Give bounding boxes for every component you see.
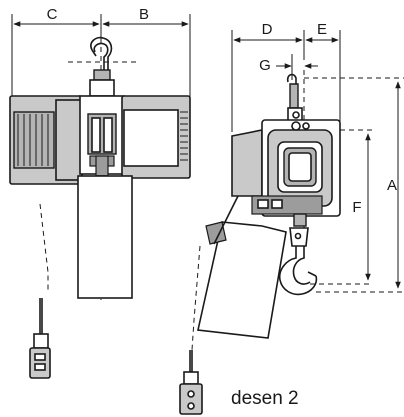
dimension-label-b: B (139, 6, 149, 23)
dimension-g: G (259, 54, 318, 80)
side-bag-strap (205, 221, 227, 245)
bottom-hook (278, 213, 318, 296)
brake-fins (180, 111, 188, 161)
dimension-label-e: E (317, 21, 327, 38)
side-chain-bag (197, 221, 287, 339)
side-pendant-control (179, 371, 203, 415)
dimension-label-f: F (352, 199, 361, 216)
side-view: D E G A F (179, 21, 404, 415)
drawing-caption: desen 2 (231, 388, 299, 409)
pendant-cable (39, 203, 49, 334)
side-pendant-cable (189, 245, 201, 372)
chain-bag (77, 175, 133, 299)
dimension-a: A (304, 77, 404, 293)
dimension-label-a: A (387, 177, 397, 194)
side-housing (231, 119, 341, 217)
dimension-d-e: D E (231, 21, 341, 132)
front-view: C B (9, 6, 191, 379)
side-bag-hanger (213, 195, 239, 245)
dimension-label-d: D (262, 21, 273, 38)
pendant-control (29, 333, 51, 379)
dimension-label-c: C (47, 6, 58, 23)
dimension-label-g: G (259, 57, 271, 74)
dimension-f: F (310, 129, 372, 285)
brake-housing (121, 95, 191, 179)
motor-housing (9, 95, 83, 185)
motor-fins (17, 114, 49, 166)
dimension-c-b: C B (11, 6, 191, 98)
side-top-hook (286, 73, 303, 123)
top-hook (89, 36, 115, 97)
